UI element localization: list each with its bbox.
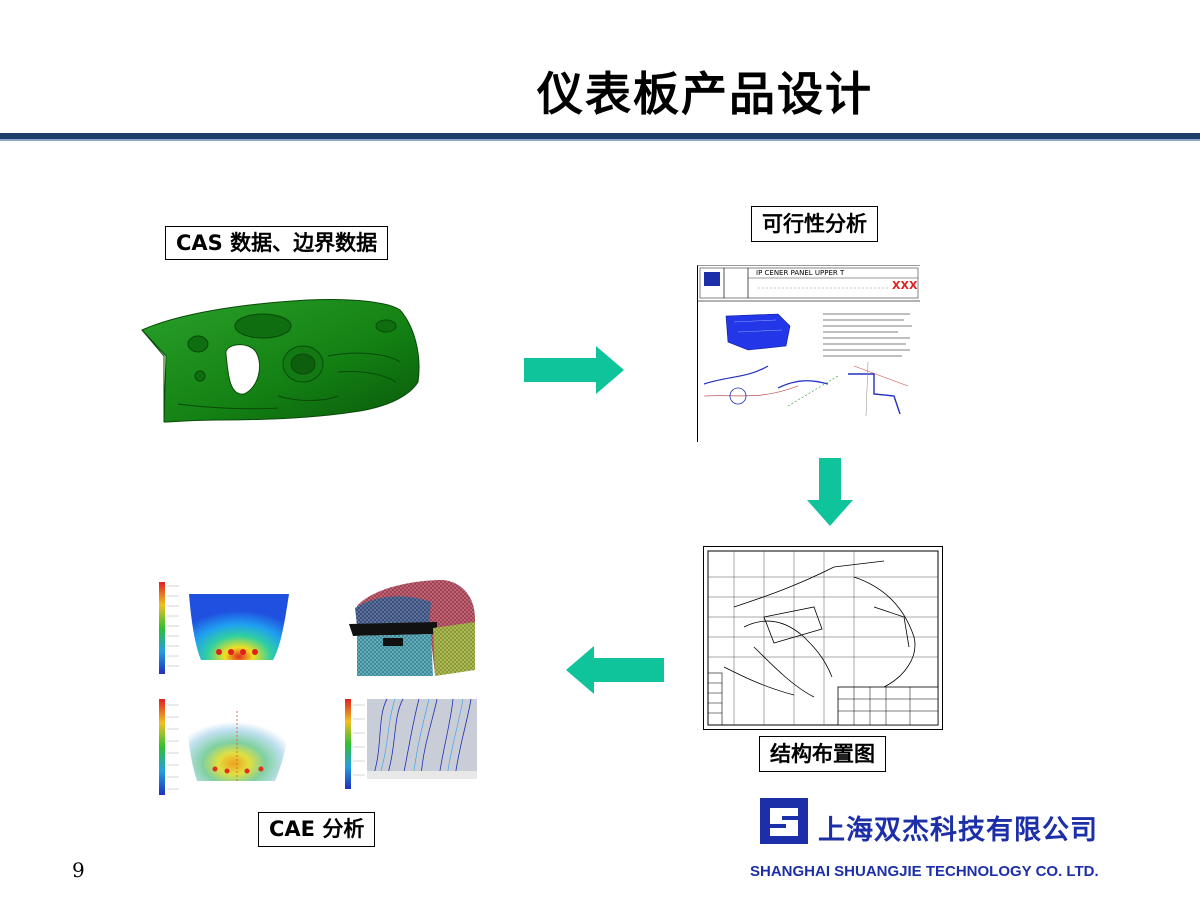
arrow-left-icon	[566, 646, 664, 694]
cae-analysis-label: CAE 分析	[258, 812, 376, 847]
document-code: XXX	[892, 279, 918, 292]
cas-model-image	[141, 299, 420, 423]
structure-layout-drawing-image	[703, 546, 943, 730]
document-header-text: IP CENER PANEL UPPER T	[756, 269, 845, 277]
cae-particle-flow-image	[159, 699, 291, 795]
company-name-en: SHANGHAI SHUANGJIE TECHNOLOGY CO. LTD.	[750, 863, 1099, 880]
feasibility-document-image: IP CENER PANEL UPPER T XXX	[697, 265, 920, 442]
arrow-down-icon	[807, 458, 853, 526]
company-name-cn: 上海双杰科技有限公司	[818, 815, 1098, 846]
cae-streamline-image	[345, 698, 477, 789]
title-rule-light	[0, 139, 1200, 141]
arrow-right-icon	[524, 346, 624, 394]
cae-mesh-model-image	[349, 580, 475, 676]
structure-layout-label: 结构布置图	[759, 736, 886, 772]
shuangjie-logo-icon	[760, 798, 808, 844]
page-number: 9	[72, 858, 85, 882]
cas-data-label: CAS 数据、边界数据	[165, 226, 389, 260]
feasibility-label: 可行性分析	[751, 206, 878, 242]
cae-contour-plot-image	[159, 582, 289, 674]
title-rule	[0, 133, 1200, 139]
slide-title: 仪表板产品设计	[537, 67, 873, 121]
